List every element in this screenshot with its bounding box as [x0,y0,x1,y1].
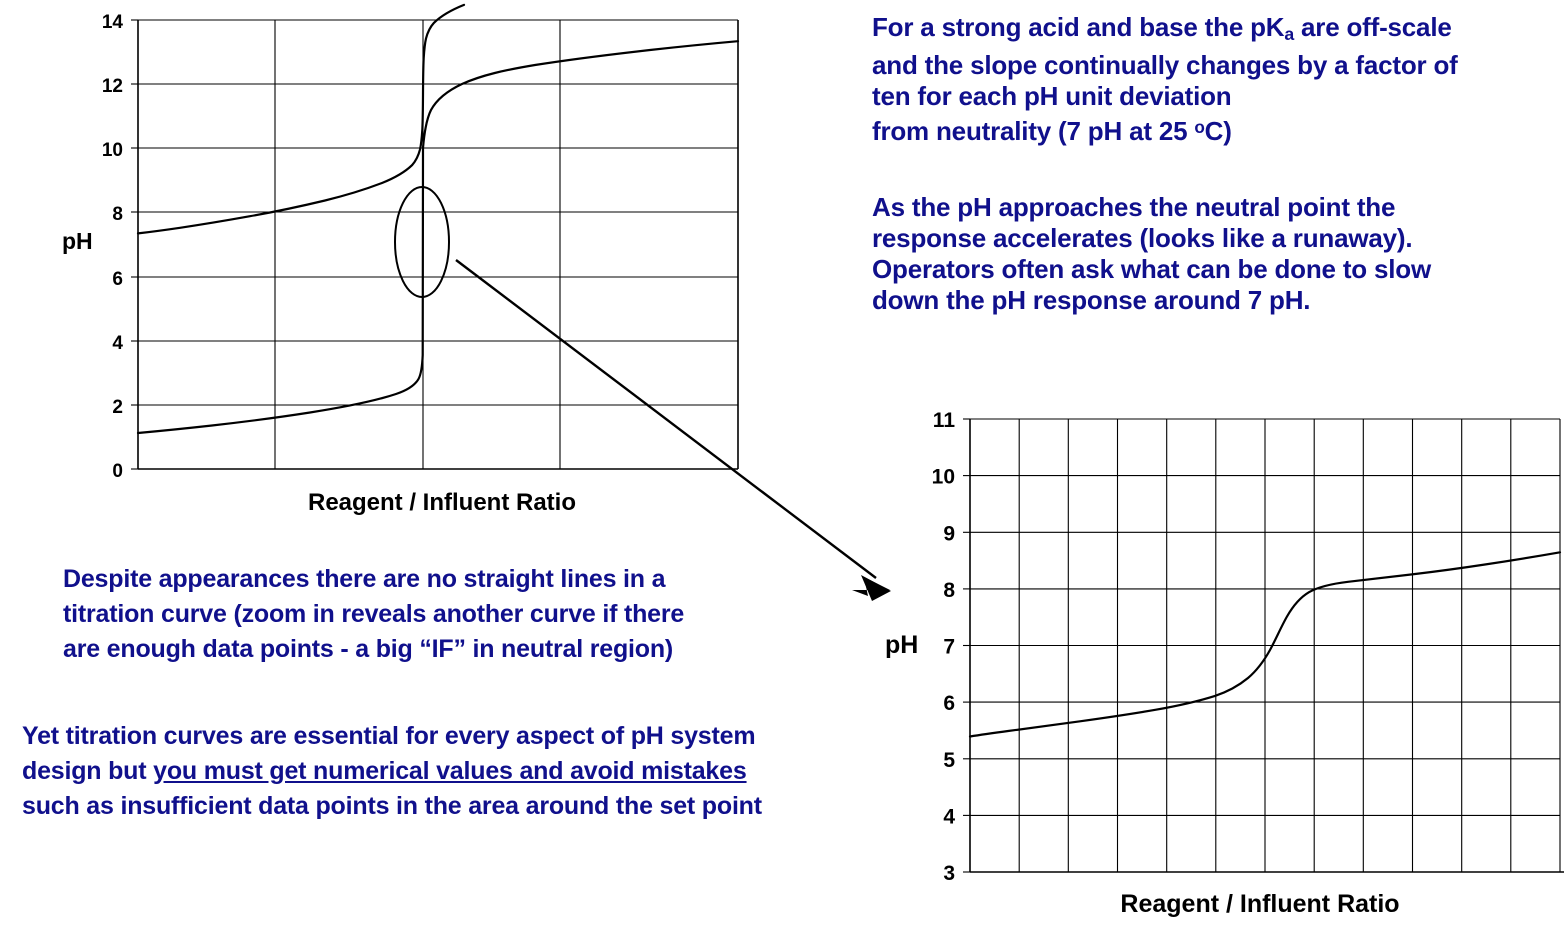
strong-acid-line-4-a: from neutrality (7 pH at 25 [872,116,1195,147]
despite-line-3: are enough data points - a big “IF” in n… [63,635,674,663]
essential-line-2-underlined: you must get numerical values and avoid … [153,757,747,785]
strong-acid-text-block: For a strong acid and base the pKa are o… [872,12,1458,147]
strong-acid-line-2: and the slope continually changes by a f… [872,49,1458,80]
strong-acid-line-1-b: are off-scale [1294,12,1452,42]
approaches-line-4: down the pH response around 7 pH. [872,285,1311,315]
y-tick-label-6: 6 [112,269,123,290]
right-chart-tickmarks [963,418,970,873]
y-tick-label-4: 4 [943,805,955,828]
right-chart-y-axis-title: pH [885,631,918,659]
approaches-line-2: response accelerates (looks like a runaw… [872,223,1413,253]
left-chart-tickmarks [131,19,138,470]
strong-acid-line-4-b: C) [1204,116,1232,147]
titration-curve-path [136,3,466,235]
ph-approaches-text-block: As the pH approaches the neutral point t… [872,192,1431,316]
left-chart-x-axis-title: Reagent / Influent Ratio [308,489,576,516]
zoomed-neutral-region-chart: 11 10 9 8 7 6 5 4 3 pH Reagent / Influen… [860,392,1564,933]
essential-line-3: such as insufficient data points in the … [22,792,762,820]
y-tick-label-9: 9 [943,522,955,545]
essential-line-2-prefix: design but [22,757,154,785]
neutral-region-highlight-ellipse [394,186,450,298]
y-tick-label-10: 10 [932,466,955,489]
left-chart-y-tick-labels: 14 12 10 8 6 4 2 0 [102,12,124,482]
despite-line-2: titration curve (zoom in reveals another… [63,600,685,628]
full-titration-curve-chart: 14 12 10 8 6 4 2 0 pH Reagent / Influent… [0,0,800,520]
y-tick-label-4: 4 [112,333,123,354]
pka-subscript: a [1284,23,1294,44]
strong-acid-line-4: from neutrality (7 pH at 25 oC) [872,112,1458,147]
degree-superscript: o [1194,116,1205,137]
left-chart-axes [137,20,739,470]
left-chart-gridlines [138,19,738,469]
approaches-line-3: Operators often ask what can be done to … [872,254,1431,284]
essential-line-2: design but you must get numerical values… [22,754,762,789]
y-tick-label-7: 7 [943,636,955,659]
titration-essential-text-block: Yet titration curves are essential for e… [22,719,762,824]
despite-line-1: Despite appearances there are no straigh… [63,565,666,593]
strong-acid-line-1-a: For a strong acid and base the pK [872,12,1285,42]
left-chart-y-axis-title: pH [62,228,93,254]
approaches-line-1: As the pH approaches the neutral point t… [872,192,1396,222]
titration-curve-lower [136,146,425,435]
y-tick-label-11: 11 [933,409,956,432]
y-tick-label-5: 5 [943,749,955,772]
y-tick-label-0: 0 [112,461,123,482]
right-chart-y-tick-labels: 11 10 9 8 7 6 5 4 3 [932,409,956,885]
strong-acid-line-1: For a strong acid and base the pKa are o… [872,12,1458,50]
right-chart-gridlines [970,418,1561,872]
right-chart-x-axis-title: Reagent / Influent Ratio [1120,890,1399,918]
y-tick-label-8: 8 [112,204,123,225]
strong-acid-line-3: ten for each pH unit deviation [872,80,1232,111]
y-tick-label-3: 3 [943,862,955,885]
y-tick-label-6: 6 [943,692,955,715]
y-tick-label-12: 12 [102,76,123,97]
y-tick-label-10: 10 [102,140,123,161]
despite-appearances-text-block: Despite appearances there are no straigh… [63,562,684,667]
y-tick-label-2: 2 [112,397,123,418]
essential-line-1: Yet titration curves are essential for e… [22,722,756,750]
titration-curve-upper [421,40,740,150]
y-tick-label-8: 8 [943,579,955,602]
y-tick-label-14: 14 [102,12,124,33]
neutral-region-curve-path [968,551,1562,738]
